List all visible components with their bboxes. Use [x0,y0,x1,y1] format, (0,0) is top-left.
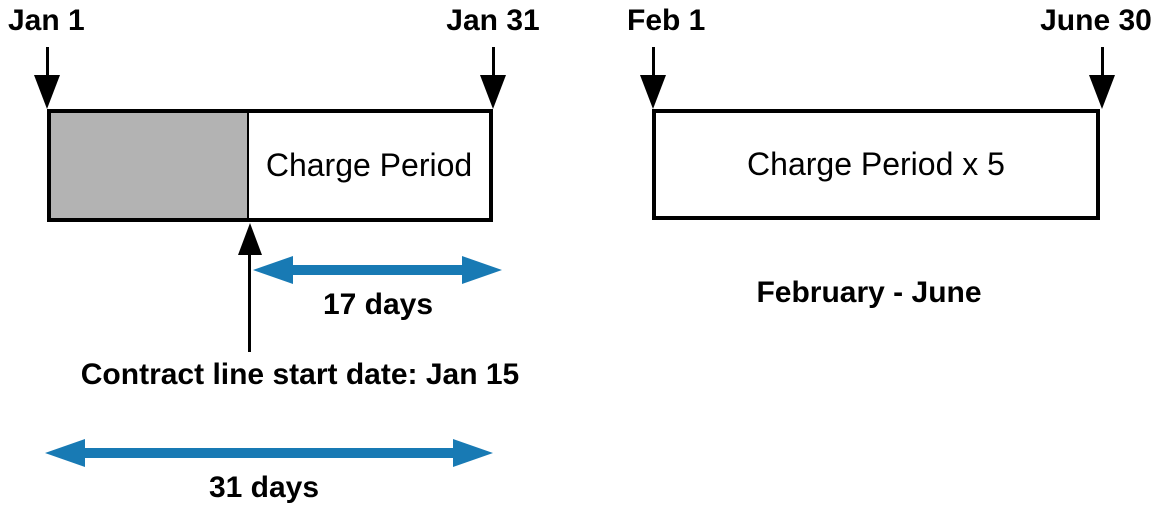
jan-charge-period-segment: Charge Period [265,147,473,183]
feb-june-timeline-bar: Charge Period x 5 [652,109,1100,220]
jan-timeline-bar: Charge Period [47,109,493,222]
full-month-span-label: 31 days [208,471,320,504]
charged-span-left-arrowhead-icon [253,256,293,284]
june-end-down-arrowhead-icon [1089,75,1115,109]
full-month-right-arrowhead-icon [453,439,493,467]
charged-span-double-arrow-icon [253,256,502,284]
full-month-double-arrow-icon [45,439,493,467]
feb-start-date-label: Feb 1 [627,4,706,37]
contract-start-label: Contract line start date: Jan 15 [80,358,520,391]
charged-span-label: 17 days [322,288,434,321]
jan-start-date-label: Jan 1 [8,4,85,37]
charged-span-arrow-shaft [287,265,468,275]
jan-end-down-arrow-icon [492,47,495,75]
june-end-date-label: June 30 [1040,4,1152,37]
jan-unbilled-segment [51,113,249,218]
june-end-down-arrow-icon [1101,47,1104,75]
jan-start-down-arrow-icon [46,47,49,75]
feb-june-caption: February - June [756,276,982,309]
contract-start-up-arrowhead-icon [238,223,262,255]
feb-june-charge-period-segment: Charge Period x 5 [747,146,1005,182]
contract-start-up-arrow-icon [248,255,251,352]
feb-start-down-arrowhead-icon [640,75,666,109]
full-month-arrow-shaft [79,448,459,458]
feb-start-down-arrow-icon [652,47,655,75]
jan-end-date-label: Jan 31 [446,4,540,37]
charged-span-right-arrowhead-icon [462,256,502,284]
jan-start-down-arrowhead-icon [34,75,60,109]
jan-end-down-arrowhead-icon [480,75,506,109]
full-month-left-arrowhead-icon [45,439,85,467]
